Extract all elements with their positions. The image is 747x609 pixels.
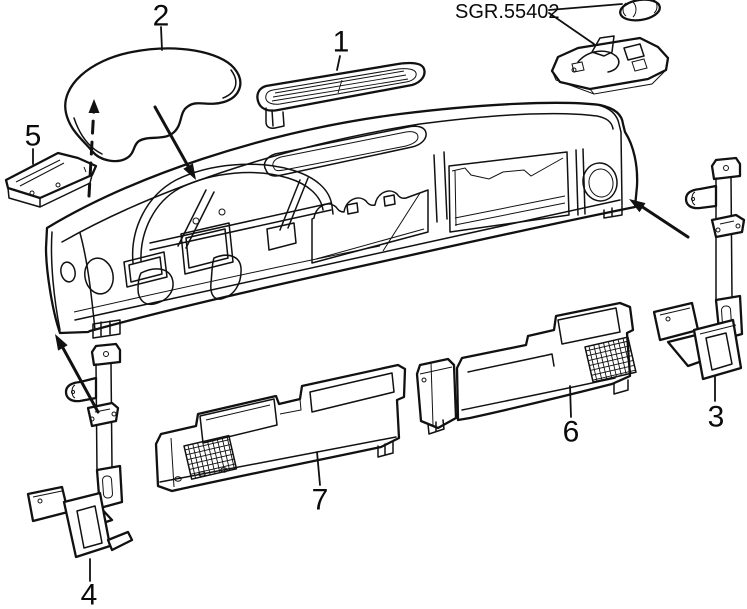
panel-6-speaker-grille bbox=[584, 336, 637, 383]
left-bracket-part bbox=[26, 342, 134, 559]
leader-line-7 bbox=[316, 451, 321, 486]
courtesy-lamp-part bbox=[550, 35, 670, 95]
festoon-bulb-part bbox=[619, 0, 661, 22]
assembly-arrows bbox=[55, 99, 690, 414]
reference-leader-lamp bbox=[548, 12, 595, 45]
callouts: 2 1 5 3 4 6 7 SGR.55402 bbox=[25, 0, 725, 609]
reference-code-label: SGR.55402 bbox=[455, 1, 560, 23]
leader-line-1 bbox=[336, 55, 341, 71]
right-lower-panel-part bbox=[415, 301, 637, 435]
right-bracket-part bbox=[652, 156, 746, 381]
callout-7: 7 bbox=[312, 484, 329, 517]
callout-1: 1 bbox=[333, 26, 350, 59]
hood-insert-dashed-arrow bbox=[87, 104, 96, 198]
dashboard-panel bbox=[44, 101, 639, 339]
callout-4: 4 bbox=[81, 579, 98, 609]
defroster-grille-part bbox=[256, 61, 426, 129]
panel-7-speaker-grille bbox=[183, 434, 238, 480]
leader-line-6 bbox=[569, 385, 572, 418]
callout-6: 6 bbox=[563, 416, 580, 449]
callout-5: 5 bbox=[25, 120, 42, 153]
callout-3: 3 bbox=[708, 401, 725, 434]
side-plate-part bbox=[4, 151, 98, 208]
left-lower-panel-part bbox=[154, 363, 407, 493]
right-bracket-to-dash-arrow bbox=[639, 204, 690, 239]
callout-2: 2 bbox=[153, 0, 170, 33]
leader-line-2 bbox=[160, 26, 163, 51]
cluster-hood-part bbox=[64, 47, 242, 163]
hood-to-dash-arrow bbox=[153, 105, 190, 168]
left-bracket-to-dash-arrow bbox=[61, 346, 100, 414]
reference-leader-bulb bbox=[548, 3, 623, 11]
